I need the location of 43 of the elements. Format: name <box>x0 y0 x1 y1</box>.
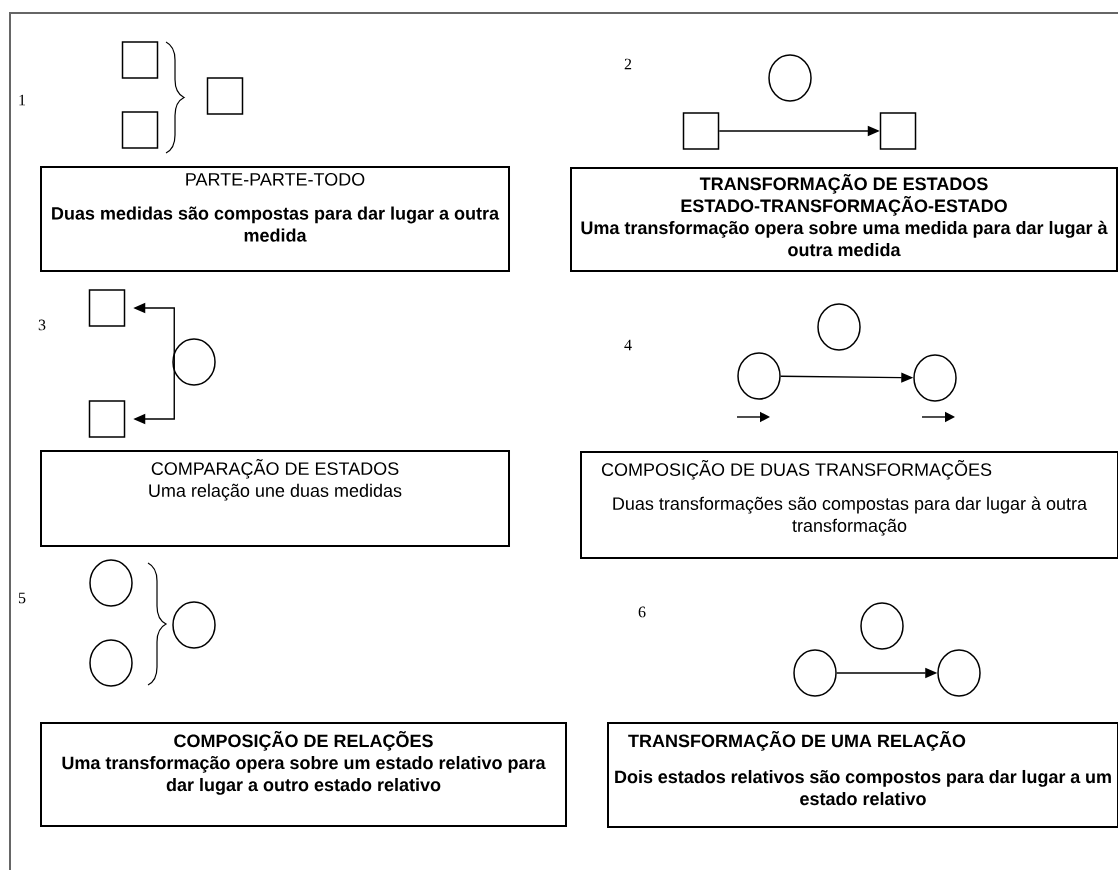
box-description: Duas transformações são compostas para dar lugar à outra transformação <box>613 496 1088 536</box>
text-box <box>40 166 510 272</box>
box-heading: ESTADO-TRANSFORMAÇÃO-ESTADO <box>681 196 1007 216</box>
box-heading: COMPARAÇÃO DE ESTADOS <box>151 459 399 479</box>
square-shape <box>88 400 126 438</box>
box-heading: TRANSFORMAÇÃO DE UMA RELAÇÃO <box>628 731 966 751</box>
ellipse-shape <box>172 601 216 649</box>
square-shape <box>121 111 159 149</box>
ellipse-shape <box>89 559 133 607</box>
box-description: Uma relação une duas medidas <box>149 483 402 501</box>
box-description: Uma transformação opera sobre um estado relativo para dar lugar a outro estado relativo <box>62 755 546 795</box>
box-heading: COMPOSIÇÃO DE DUAS TRANSFORMAÇÕES <box>601 460 992 480</box>
text-box <box>607 722 1118 828</box>
ellipse-shape <box>793 649 837 697</box>
square-shape <box>121 41 159 79</box>
panel-number: 4 <box>624 339 632 351</box>
panel-number: 5 <box>18 592 26 604</box>
box-heading: TRANSFORMAÇÃO DE ESTADOS <box>699 174 988 194</box>
square-shape <box>879 112 917 150</box>
ellipse-shape <box>817 303 861 351</box>
ellipse-shape <box>89 639 133 687</box>
ellipse-shape <box>913 354 957 402</box>
ellipse-shape <box>172 338 216 386</box>
panel-number: 2 <box>624 58 632 70</box>
ellipse-shape <box>860 602 904 650</box>
text-box <box>580 451 1118 559</box>
box-heading: COMPOSIÇÃO DE RELAÇÕES <box>174 731 433 751</box>
square-shape <box>88 289 126 327</box>
text-box <box>40 450 510 547</box>
panel-number: 1 <box>19 94 26 106</box>
text-box <box>40 722 567 827</box>
ellipse-shape <box>737 352 781 400</box>
ellipse-shape <box>937 649 981 697</box>
box-heading: PARTE-PARTE-TODO <box>186 173 365 186</box>
text-box <box>570 167 1118 272</box>
square-shape <box>682 112 720 150</box>
square-shape <box>206 77 244 115</box>
ellipse-shape <box>768 54 812 102</box>
box-description: Duas medidas são compostas para dar lugar a outra medida <box>52 206 500 242</box>
box-description: Uma transformação opera sobre uma medida para dar lugar à outra medida <box>581 220 1108 257</box>
box-description: Dois estados relativos são compostos para dar lugar a um estado relativo <box>615 769 1111 806</box>
panel-number: 3 <box>38 319 46 331</box>
panel-number: 6 <box>638 606 646 618</box>
